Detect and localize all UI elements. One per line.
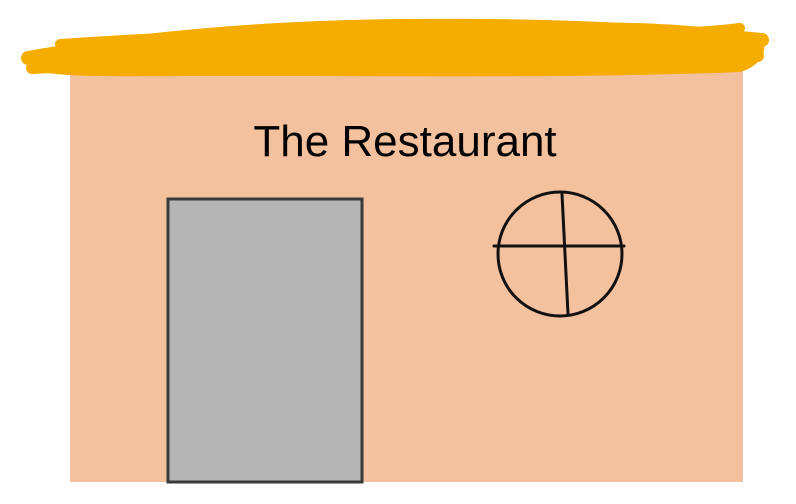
restaurant-sign-text: The Restaurant	[253, 117, 557, 166]
round-window	[492, 190, 626, 318]
door	[166, 197, 364, 484]
roof-scribble	[21, 18, 769, 77]
